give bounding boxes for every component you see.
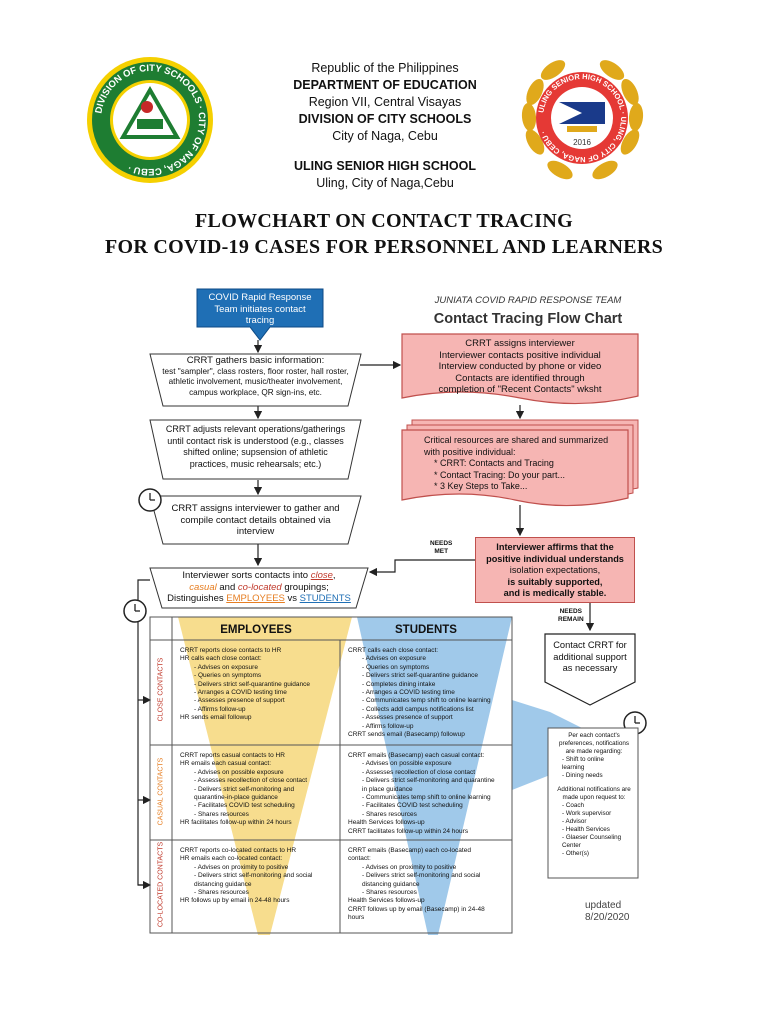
flowchart-title: Contact Tracing Flow Chart	[433, 311, 623, 327]
republic-line: Republic of the Philippines	[311, 61, 459, 75]
division-seal-logo: DIVISION OF CITY SCHOOLS · CITY OF NAGA,…	[85, 55, 215, 185]
seal-year: 2016	[573, 138, 591, 147]
department-line: DEPARTMENT OF EDUCATION	[293, 78, 477, 92]
row-label-close: CLOSE CONTACTS	[157, 657, 165, 722]
clock-icon	[123, 599, 147, 623]
adjust-operations-shape	[149, 419, 362, 480]
interviewer-box-shape	[401, 333, 639, 405]
row-label-colocated: CO-LOCATED CONTACTS	[157, 841, 165, 928]
adjust-operations-text: CRRT adjusts relevant operations/gatheri…	[165, 424, 346, 469]
assign-interviewer-shape	[149, 495, 362, 545]
resources-box-text: Critical resources are shared and summar…	[424, 435, 609, 491]
gather-info-shape	[149, 353, 362, 407]
sort-contacts-shape	[149, 567, 369, 609]
column-header-employees: EMPLOYEES	[220, 624, 292, 636]
letterhead: Republic of the Philippines DEPARTMENT O…	[250, 60, 520, 192]
notifications-box: Per each contact's preferences, notifica…	[557, 732, 631, 857]
city-line: City of Naga, Cebu	[332, 129, 438, 143]
cell-casual-students: CRRT emails (Basecamp) each casual conta…	[348, 752, 495, 835]
start-box	[196, 288, 324, 341]
school-name-line: ULING SENIOR HIGH SCHOOL	[294, 159, 476, 173]
school-seal-logo: 2016 ULING SENIOR HIGH SCHOOL · ULING, C…	[515, 52, 650, 187]
sort-contacts-text: Interviewer sorts contacts into close, c…	[167, 570, 351, 604]
gather-info-text: CRRT gathers basic information:test "sam…	[162, 355, 349, 397]
row-label-casual: CASUAL CONTACTS	[157, 757, 165, 826]
cell-close-students: CRRT calls each close contact: - Advises…	[348, 647, 491, 739]
school-address-line: Uling, City of Naga,Cebu	[316, 176, 454, 190]
division-line: DIVISION OF CITY SCHOOLS	[298, 112, 472, 126]
column-header-students: STUDENTS	[395, 624, 457, 636]
region-line: Region VII, Central Visayas	[308, 95, 462, 109]
team-label: JUNIATA COVID RAPID RESPONSE TEAM	[434, 295, 622, 306]
document-title-line-2: FOR COVID-19 CASES FOR PERSONNEL AND LEA…	[104, 236, 664, 258]
clock-icon	[138, 488, 162, 512]
resources-box-shape	[401, 419, 639, 507]
document-title-line-1: FLOWCHART ON CONTACT TRACING	[195, 210, 573, 232]
